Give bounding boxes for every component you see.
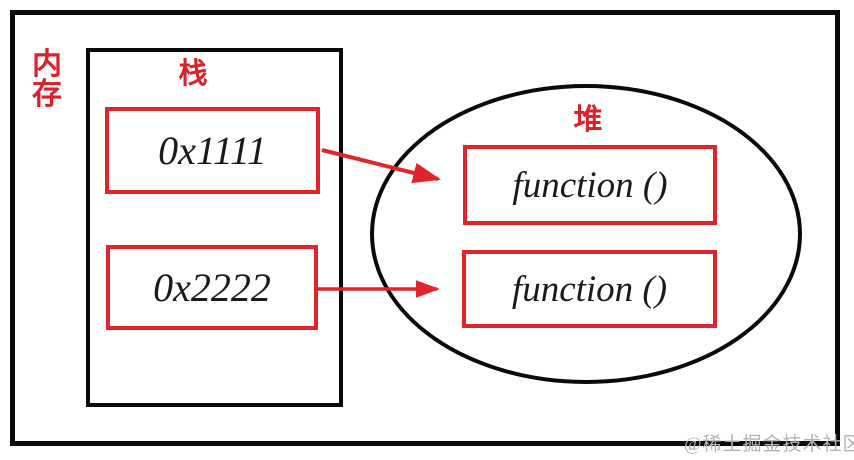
memory-label: 内 存 [32,48,62,111]
stack-box-0x1111: 0x1111 [105,107,320,194]
heap-box-value: function () [512,164,668,206]
heap-label: 堆 [573,104,603,136]
heap-box-value: function () [511,268,668,310]
memory-outer-border [10,10,840,446]
heap-box-function-1: function () [463,145,717,225]
stack-container [86,48,343,407]
stack-box-0x2222: 0x2222 [106,245,318,330]
stack-label: 栈 [178,58,208,90]
heap-ellipse [370,84,802,384]
stack-box-value: 0x2222 [153,265,271,310]
heap-box-function-2: function () [462,250,717,328]
stack-box-value: 0x1111 [158,128,267,173]
watermark: @稀土掘金技术社区 [684,434,854,455]
